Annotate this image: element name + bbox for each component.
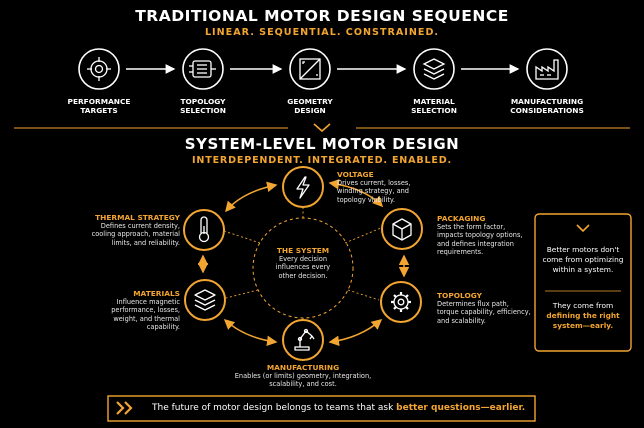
layers-icon (194, 289, 216, 311)
robot-arm-icon (294, 328, 315, 351)
packaging-text: PACKAGING Sets the form factor, impacts … (437, 214, 523, 257)
arrow-manufacturing-materials (223, 318, 278, 347)
motor-icon (189, 60, 216, 78)
insight-box-top-text: Better motors don't come from optimizing… (542, 245, 624, 274)
materials-text: MATERIALS Influence magnetic performance… (111, 289, 180, 332)
arrow-voltage-packaging (328, 179, 384, 208)
bottom-banner (107, 395, 536, 422)
insight-box-bottom-text: They come from defining the right system… (546, 301, 620, 330)
voltage-node (282, 166, 324, 208)
step-circle-performance (78, 48, 120, 90)
layers-icon (422, 58, 446, 80)
manufacturing-text: MANUFACTURING Enables (or limits) geomet… (234, 363, 372, 389)
step-circle-material (413, 48, 455, 90)
banner-main-text: The future of motor design belongs to te… (152, 403, 397, 413)
thermal-text: THERMAL STRATEGY Defines current density… (91, 213, 180, 247)
geometry-icon (299, 58, 321, 80)
voltage-text: VOLTAGE Drives current, losses, winding … (337, 170, 411, 204)
insight-box (534, 213, 632, 352)
thermometer-icon (198, 216, 210, 243)
divider-chevron-icon (313, 123, 331, 133)
crosshair-icon (87, 57, 111, 81)
box-icon (392, 218, 412, 241)
banner-text: The future of motor design belongs to te… (152, 403, 532, 413)
step-circle-geometry (289, 48, 331, 90)
double-chevron-icon (116, 401, 133, 415)
chevron-down-icon (576, 224, 590, 233)
traditional-title: TRADITIONAL MOTOR DESIGN SEQUENCE (135, 7, 509, 25)
arrow-thermal-voltage (225, 181, 278, 213)
arrow-topology-manufacturing (328, 319, 383, 347)
step-circle-topology (182, 48, 224, 90)
topology-text: TOPOLOGY Determines flux path, torque ca… (437, 291, 531, 325)
system-center-text: THE SYSTEM Every decision influences eve… (275, 246, 331, 280)
step-circle-manufacturing (526, 48, 568, 90)
banner-highlight: better questions—earlier. (396, 403, 526, 413)
lightning-icon (296, 176, 310, 199)
gear-icon (391, 292, 411, 312)
manufacturing-node (282, 319, 324, 361)
factory-icon (535, 59, 559, 80)
traditional-subtitle: LINEAR. SEQUENTIAL. CONSTRAINED. (204, 27, 440, 38)
system-subtitle: INTERDEPENDENT. INTEGRATED. ENABLED. (192, 155, 452, 166)
topology-node (380, 281, 422, 323)
system-title: SYSTEM-LEVEL MOTOR DESIGN (184, 135, 460, 153)
